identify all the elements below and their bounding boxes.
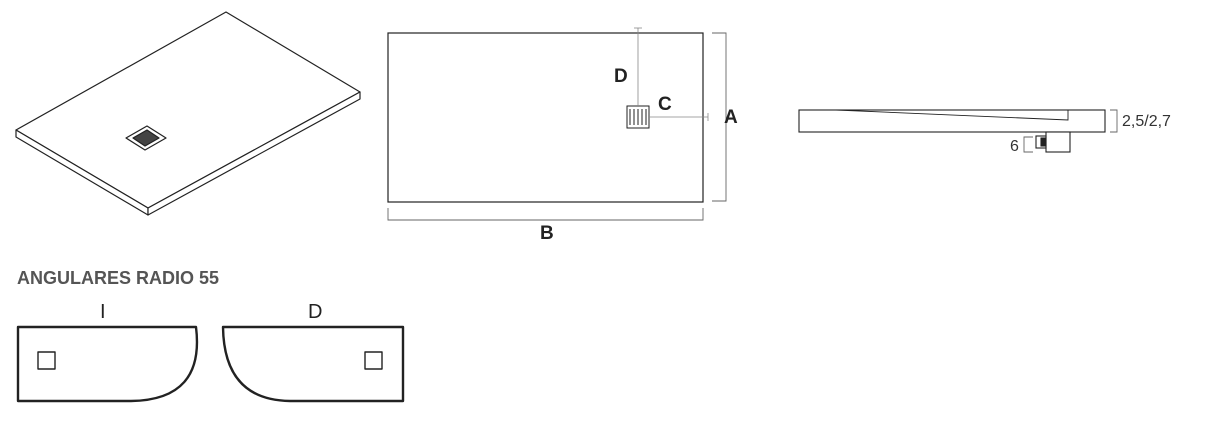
corner-left-label: I xyxy=(100,301,106,323)
drain-icon xyxy=(626,105,650,129)
dim-bracket-a xyxy=(712,32,727,202)
tray-top-surface xyxy=(15,11,361,209)
dim-bracket-drain xyxy=(1023,136,1033,153)
isometric-view xyxy=(15,11,361,216)
plan-view: D C A B xyxy=(387,27,738,244)
dim-label-a: A xyxy=(724,107,738,128)
slope-line xyxy=(835,109,1069,121)
drain-offset-label: 6 xyxy=(1010,138,1019,155)
corner-right-variant xyxy=(221,325,405,403)
dim-bracket-thickness xyxy=(1110,109,1118,133)
section-view xyxy=(798,109,1118,153)
corners-title: ANGULARES RADIO 55 xyxy=(17,268,219,288)
drain-trap-icon xyxy=(1035,131,1071,153)
dim-label-b: B xyxy=(540,223,554,244)
drain-square-right xyxy=(364,351,383,370)
tray-outline xyxy=(387,32,704,203)
dim-bracket-b xyxy=(387,208,704,221)
dim-label-d: D xyxy=(614,66,628,87)
corner-right-label: D xyxy=(308,301,322,323)
tray-section xyxy=(798,109,1106,133)
drain-square-left xyxy=(37,351,56,370)
corner-left-variant xyxy=(16,325,199,403)
thickness-label: 2,5/2,7 xyxy=(1122,113,1171,130)
drain-grate-icon xyxy=(125,125,167,151)
dim-label-c: C xyxy=(658,94,672,115)
tray-side-edge xyxy=(147,91,361,216)
